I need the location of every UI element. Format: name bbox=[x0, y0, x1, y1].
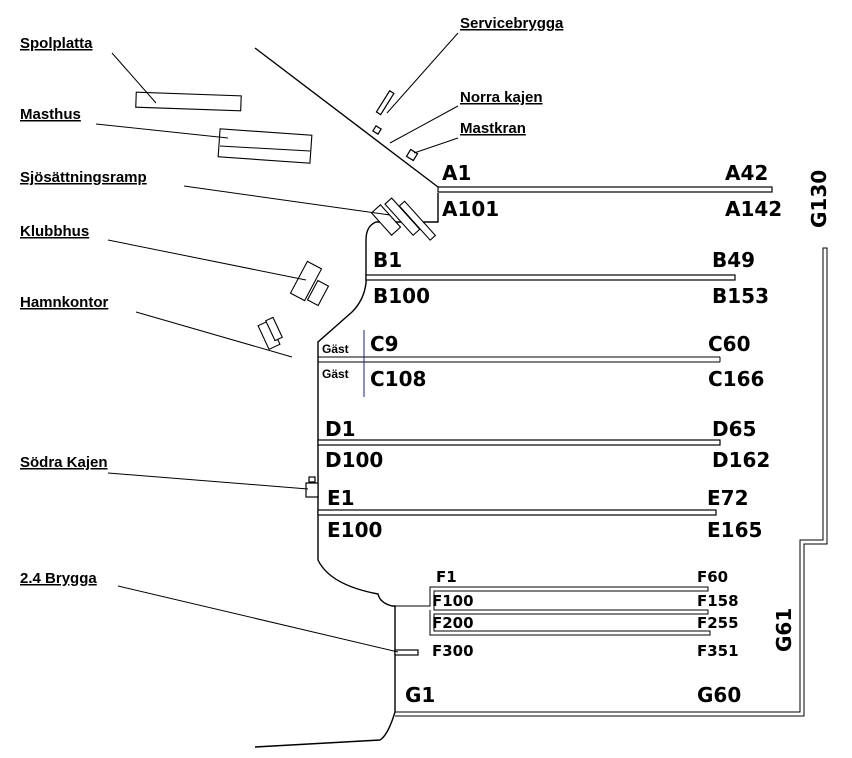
pier-c bbox=[318, 330, 721, 397]
buildings bbox=[135, 91, 437, 351]
facility-labels: Servicebrygga Spolplatta Norra kajen Mas… bbox=[20, 15, 564, 587]
pier-e bbox=[305, 476, 717, 516]
label-spolplatta: Spolplatta bbox=[20, 35, 93, 52]
berth-E1: E1 bbox=[327, 486, 355, 510]
label-sodra-kajen: Södra Kajen bbox=[20, 454, 108, 471]
masthus-building bbox=[217, 128, 313, 164]
berth-F100: F100 bbox=[432, 592, 474, 610]
berth-F351: F351 bbox=[697, 642, 739, 660]
berth-A101: A101 bbox=[442, 197, 499, 221]
label-sjosattningsramp: Sjösättningsramp bbox=[20, 169, 147, 186]
berth-A1: A1 bbox=[442, 161, 471, 185]
berth-E100: E100 bbox=[327, 518, 382, 542]
servicebrygga-structure bbox=[372, 89, 419, 162]
pier-f bbox=[394, 586, 711, 656]
berth-labels: A1 A42 A101 A142 B1 B49 B100 B153 Gäst C… bbox=[322, 161, 831, 707]
pier-a bbox=[437, 186, 773, 193]
berth-G61: G61 bbox=[772, 608, 796, 652]
berth-D65: D65 bbox=[712, 417, 756, 441]
berth-F1: F1 bbox=[436, 568, 457, 586]
label-masthus: Masthus bbox=[20, 106, 81, 123]
hamnkontor-building bbox=[257, 316, 284, 351]
berth-C9: C9 bbox=[370, 332, 399, 356]
berth-E72: E72 bbox=[707, 486, 749, 510]
berth-F200: F200 bbox=[432, 614, 474, 632]
berth-D1: D1 bbox=[325, 417, 356, 441]
guest-label-1: Gäst bbox=[322, 342, 349, 356]
label-hamnkontor: Hamnkontor bbox=[20, 294, 109, 311]
berth-F60: F60 bbox=[697, 568, 728, 586]
berth-B1: B1 bbox=[373, 248, 402, 272]
berth-B49: B49 bbox=[712, 248, 755, 272]
pier-d bbox=[317, 439, 721, 446]
pier-b bbox=[365, 274, 736, 281]
berth-C166: C166 bbox=[708, 367, 764, 391]
berth-D162: D162 bbox=[712, 448, 770, 472]
berth-D100: D100 bbox=[325, 448, 383, 472]
label-norra-kajen: Norra kajen bbox=[460, 89, 543, 106]
berth-C60: C60 bbox=[708, 332, 751, 356]
berth-B100: B100 bbox=[373, 284, 430, 308]
klubbhus-building bbox=[289, 260, 330, 307]
guest-label-2: Gäst bbox=[322, 367, 349, 381]
berth-C108: C108 bbox=[370, 367, 426, 391]
berth-G1: G1 bbox=[405, 683, 435, 707]
shoreline bbox=[254, 47, 439, 748]
berth-B153: B153 bbox=[712, 284, 769, 308]
pier-g bbox=[395, 247, 828, 717]
spolplatta-building bbox=[135, 91, 242, 112]
label-klubbhus: Klubbhus bbox=[20, 223, 89, 240]
berth-F158: F158 bbox=[697, 592, 739, 610]
ramp-structure bbox=[370, 197, 437, 241]
berth-F300: F300 bbox=[432, 642, 474, 660]
label-servicebrygga: Servicebrygga bbox=[460, 15, 564, 32]
berth-F255: F255 bbox=[697, 614, 739, 632]
label-mastkran: Mastkran bbox=[460, 120, 526, 137]
leader-lines bbox=[95, 32, 459, 653]
berth-G60: G60 bbox=[697, 683, 741, 707]
label-brygga-24: 2.4 Brygga bbox=[20, 570, 97, 587]
berth-E165: E165 bbox=[707, 518, 762, 542]
berth-A142: A142 bbox=[725, 197, 782, 221]
berth-A42: A42 bbox=[725, 161, 768, 185]
berth-G130: G130 bbox=[807, 170, 831, 228]
